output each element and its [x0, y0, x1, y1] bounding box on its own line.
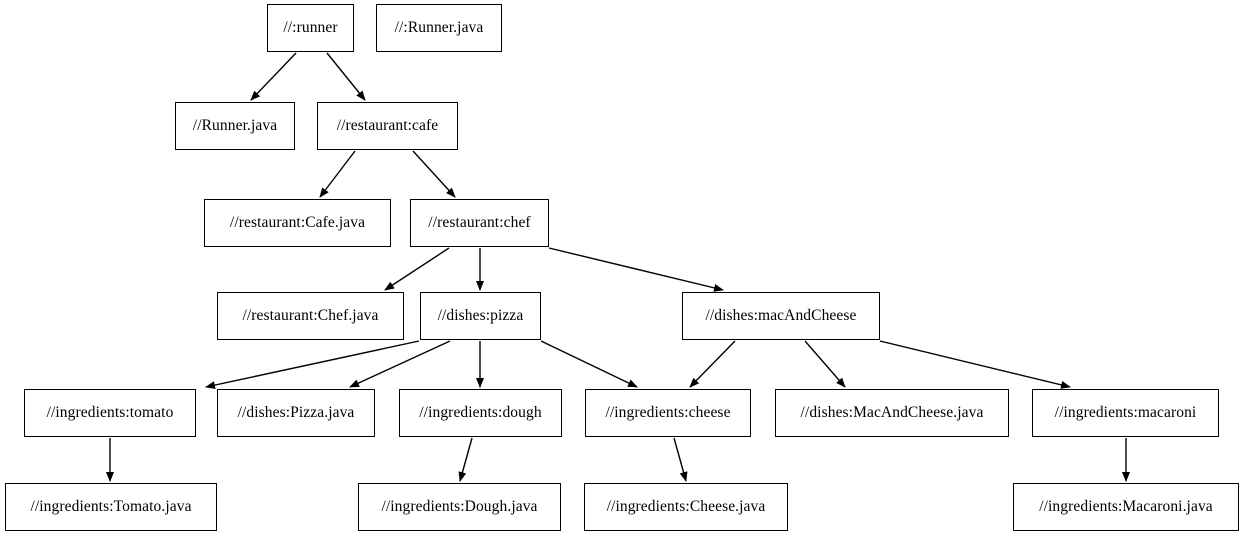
graph-node-ingredients_tomato[interactable]: //ingredients:tomato	[24, 389, 196, 437]
graph-node-ingredients_cheese_java[interactable]: //ingredients:Cheese.java	[584, 483, 788, 531]
graph-edge-dishes_macandcheese-to-dishes_mac_java	[804, 340, 846, 388]
graph-node-label: //ingredients:Tomato.java	[30, 498, 192, 516]
graph-node-ingredients_macaroni[interactable]: //ingredients:macaroni	[1032, 389, 1219, 437]
graph-node-restaurant_chef_java[interactable]: //restaurant:Chef.java	[217, 292, 404, 340]
graph-node-dishes_pizza_java[interactable]: //dishes:Pizza.java	[217, 389, 375, 437]
graph-node-dishes_pizza[interactable]: //dishes:pizza	[420, 292, 541, 340]
graph-node-label: //ingredients:Cheese.java	[606, 498, 766, 516]
graph-node-label: //restaurant:cafe	[336, 117, 439, 135]
graph-node-label: //dishes:MacAndCheese.java	[800, 404, 984, 422]
graph-node-runner[interactable]: //:runner	[267, 4, 354, 52]
graph-node-label: //restaurant:Chef.java	[242, 307, 379, 325]
graph-node-ingredients_cheese[interactable]: //ingredients:cheese	[585, 389, 751, 437]
graph-node-ingredients_dough[interactable]: //ingredients:dough	[399, 389, 562, 437]
graph-node-restaurant_cafe_java[interactable]: //restaurant:Cafe.java	[204, 199, 391, 247]
graph-node-label: //ingredients:cheese	[605, 404, 731, 422]
graph-node-ingredients_macaroni_java[interactable]: //ingredients:Macaroni.java	[1013, 483, 1239, 531]
graph-node-label: //Runner.java	[192, 117, 278, 135]
graph-edge-runner-to-runner_java	[250, 52, 297, 101]
graph-edge-restaurant_cafe-to-restaurant_cafe_java	[319, 150, 356, 198]
graph-node-label: //ingredients:dough	[419, 404, 542, 422]
graph-edge-runner-to-restaurant_cafe	[326, 52, 366, 101]
graph-node-label: //dishes:macAndCheese	[705, 307, 857, 325]
graph-node-label: //ingredients:Dough.java	[381, 498, 538, 516]
graph-edge-ingredients_dough-to-ingredients_dough_java	[458, 437, 473, 482]
graph-edge-ingredients_cheese-to-ingredients_cheese_java	[673, 437, 688, 482]
graph-edge-dishes_pizza-to-ingredients_cheese	[540, 340, 638, 388]
graph-node-ingredients_dough_java[interactable]: //ingredients:Dough.java	[358, 483, 561, 531]
graph-node-label: //ingredients:tomato	[46, 404, 174, 422]
graph-edge-restaurant_chef-to-restaurant_chef_java	[384, 247, 450, 291]
graph-node-label: //restaurant:chef	[428, 214, 531, 232]
graph-edge-dishes_macandcheese-to-ingredients_cheese	[689, 340, 736, 388]
graph-edge-dishes_pizza-to-ingredients_tomato	[205, 340, 420, 390]
graph-node-label: //:runner	[283, 19, 338, 37]
graph-edge-dishes_macandcheese-to-ingredients_macaroni	[879, 340, 1071, 389]
graph-node-dishes_mac_java[interactable]: //dishes:MacAndCheese.java	[775, 389, 1009, 437]
graph-node-dishes_macandcheese[interactable]: //dishes:macAndCheese	[682, 292, 880, 340]
graph-edge-restaurant_cafe-to-restaurant_chef	[412, 150, 456, 198]
graph-node-label: //restaurant:Cafe.java	[229, 214, 366, 232]
graph-edge-restaurant_chef-to-dishes_macandcheese	[548, 247, 724, 292]
graph-node-label: //dishes:Pizza.java	[237, 404, 355, 422]
graph-node-runner_java_root[interactable]: //:Runner.java	[376, 4, 502, 52]
graph-node-runner_java[interactable]: //Runner.java	[175, 102, 295, 150]
graph-node-label: //ingredients:macaroni	[1054, 404, 1197, 422]
graph-node-label: //dishes:pizza	[437, 307, 524, 325]
graph-node-restaurant_cafe[interactable]: //restaurant:cafe	[317, 102, 458, 150]
graph-node-label: //ingredients:Macaroni.java	[1039, 498, 1213, 516]
graph-node-ingredients_tomato_java[interactable]: //ingredients:Tomato.java	[5, 483, 217, 531]
graph-node-label: //:Runner.java	[394, 19, 484, 37]
graph-node-restaurant_chef[interactable]: //restaurant:chef	[410, 199, 549, 247]
graph-edge-dishes_pizza-to-dishes_pizza_java	[349, 340, 451, 388]
